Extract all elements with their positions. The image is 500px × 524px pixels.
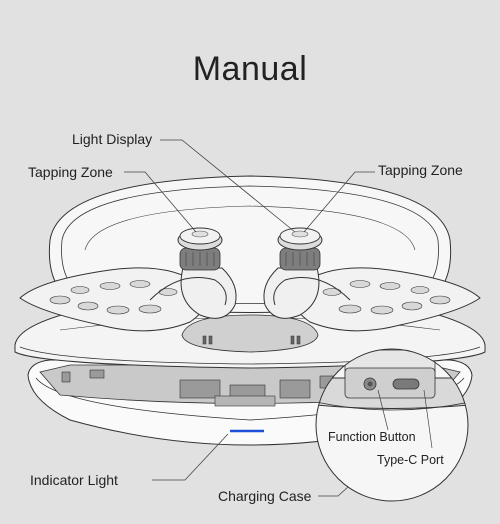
label-tapping-zone-right: Tapping Zone [378, 162, 463, 178]
page-title: Manual [192, 50, 308, 88]
label-indicator-light: Indicator Light [30, 472, 118, 488]
right-light-display [291, 230, 309, 238]
right-earbud [263, 227, 351, 319]
label-tapping-zone-left: Tapping Zone [28, 164, 113, 180]
left-light-display [191, 230, 209, 238]
label-light-display: Light Display [72, 131, 153, 147]
label-type-c-port: Type-C Port [377, 453, 444, 467]
left-earbud [149, 227, 237, 319]
type-c-port-slot [392, 378, 420, 390]
right-ear-wing [293, 267, 481, 332]
label-charging-case: Charging Case [218, 488, 312, 504]
label-function-button: Function Button [328, 430, 416, 444]
port-zoom-inset [315, 348, 469, 502]
